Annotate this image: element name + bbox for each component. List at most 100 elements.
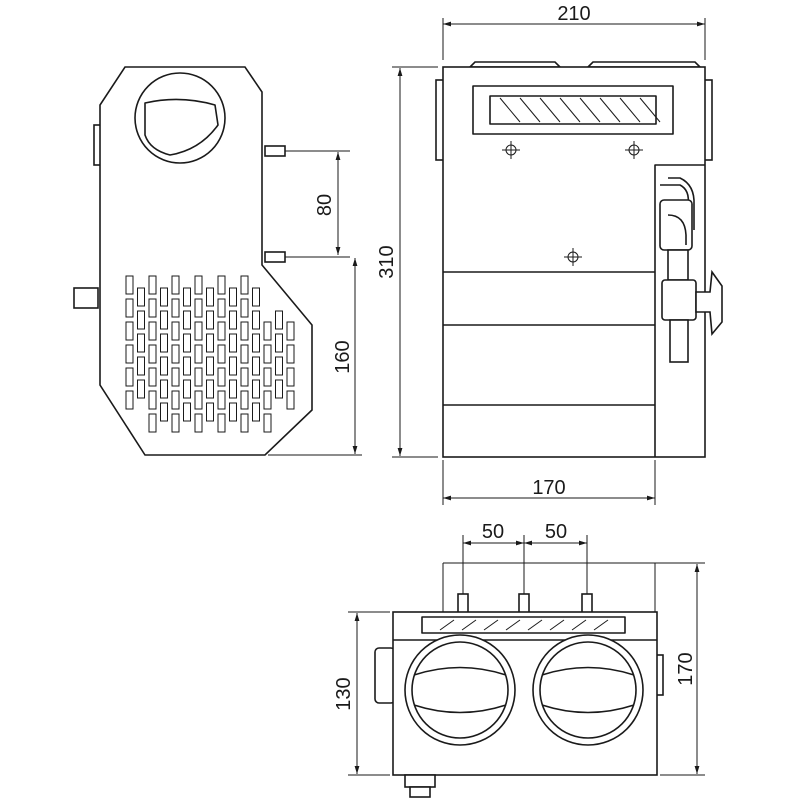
grille-slot — [240, 275, 249, 295]
grille-slot — [137, 356, 145, 376]
grille-slot — [229, 287, 237, 307]
grille-slot — [252, 379, 260, 399]
grille-slot — [286, 344, 295, 364]
grille-slot — [286, 321, 295, 341]
bottom-strip-hatch — [439, 619, 609, 631]
grille-slot — [194, 321, 203, 341]
grille-slot — [183, 356, 191, 376]
dim-label-80: 80 — [314, 194, 336, 216]
grille-slot — [217, 413, 226, 433]
grille-slot — [206, 287, 214, 307]
grille-slot — [171, 321, 180, 341]
grille-slot — [160, 402, 168, 422]
grille-slot — [286, 367, 295, 387]
grille-slot — [183, 402, 191, 422]
grille-slot — [229, 356, 237, 376]
grille-slot — [252, 402, 260, 422]
grille-slot — [183, 310, 191, 330]
grille-slot — [252, 287, 260, 307]
front-display-hatch — [499, 97, 661, 123]
grille-slot — [240, 298, 249, 318]
bottom-view: 50 50 130 170 — [333, 521, 705, 798]
grille-slot — [229, 379, 237, 399]
grille-slot — [206, 333, 214, 353]
front-display-frame — [472, 85, 674, 135]
grille-slot — [275, 379, 283, 399]
grille-slot — [148, 367, 157, 387]
grille-slot — [183, 333, 191, 353]
grille-slot — [148, 275, 157, 295]
side-view: 80 160 — [73, 66, 362, 456]
grille-slot — [206, 310, 214, 330]
grille-slot — [206, 356, 214, 376]
grille-slot — [263, 367, 272, 387]
grille-slot — [171, 413, 180, 433]
grille-slot — [137, 287, 145, 307]
side-outlet-louver — [144, 98, 219, 156]
outlet-right — [532, 634, 644, 746]
grille-slot — [125, 321, 134, 341]
grille-slot — [263, 344, 272, 364]
grille-slot — [194, 367, 203, 387]
dim-label-170-bottom: 170 — [675, 652, 697, 685]
grille-slot — [217, 298, 226, 318]
side-outlet-ring — [134, 72, 226, 164]
dim-label-170-front: 170 — [532, 477, 565, 499]
grille-slot — [240, 321, 249, 341]
grille-slot — [194, 275, 203, 295]
grille-slot — [229, 310, 237, 330]
dim-label-50-right: 50 — [545, 521, 567, 543]
outlet-left — [404, 634, 516, 746]
pin-1 — [457, 593, 469, 615]
grille-slot — [171, 275, 180, 295]
dim-label-50-left: 50 — [482, 521, 504, 543]
grille-slot — [240, 413, 249, 433]
grille-slot — [252, 356, 260, 376]
grille-slot — [125, 367, 134, 387]
grille-slot — [240, 390, 249, 410]
grille-slot — [263, 321, 272, 341]
grille-slot — [137, 379, 145, 399]
grille-slot — [194, 413, 203, 433]
grille-slot — [148, 298, 157, 318]
grille-slot — [125, 298, 134, 318]
grille-slot — [160, 379, 168, 399]
grille-slot — [160, 356, 168, 376]
grille-slot — [275, 310, 283, 330]
grille-slot — [286, 390, 295, 410]
grille-slot — [125, 344, 134, 364]
grille-slot — [194, 344, 203, 364]
grille-slot — [171, 344, 180, 364]
grille-slot — [194, 298, 203, 318]
grille-slot — [263, 413, 272, 433]
valve-handle — [695, 269, 723, 336]
grille-slot — [171, 367, 180, 387]
grille-slot — [183, 287, 191, 307]
grille-slot — [206, 379, 214, 399]
grille-slot — [148, 413, 157, 433]
grille-slot — [148, 321, 157, 341]
dim-label-160: 160 — [332, 340, 354, 373]
grille-slot — [252, 310, 260, 330]
grille-slot — [137, 333, 145, 353]
pin-2 — [518, 593, 530, 615]
grille-slot — [275, 356, 283, 376]
pipe-fitting-lower — [264, 251, 286, 263]
grille-slot — [217, 321, 226, 341]
dim-label-310: 310 — [376, 245, 398, 278]
valve-assembly — [659, 177, 723, 363]
grille-slot — [252, 333, 260, 353]
grille-slot — [160, 333, 168, 353]
crosshair-marks — [502, 141, 643, 266]
grille-slot — [240, 367, 249, 387]
dim-label-210: 210 — [557, 3, 590, 25]
grille-slot — [275, 333, 283, 353]
grille-slot — [171, 390, 180, 410]
grille-slot — [194, 390, 203, 410]
grille-slot — [229, 333, 237, 353]
dim-label-130: 130 — [333, 677, 355, 710]
grille-slot — [263, 390, 272, 410]
grille-slot — [217, 367, 226, 387]
grille-slot — [229, 402, 237, 422]
pipe-fitting-upper — [264, 145, 286, 157]
